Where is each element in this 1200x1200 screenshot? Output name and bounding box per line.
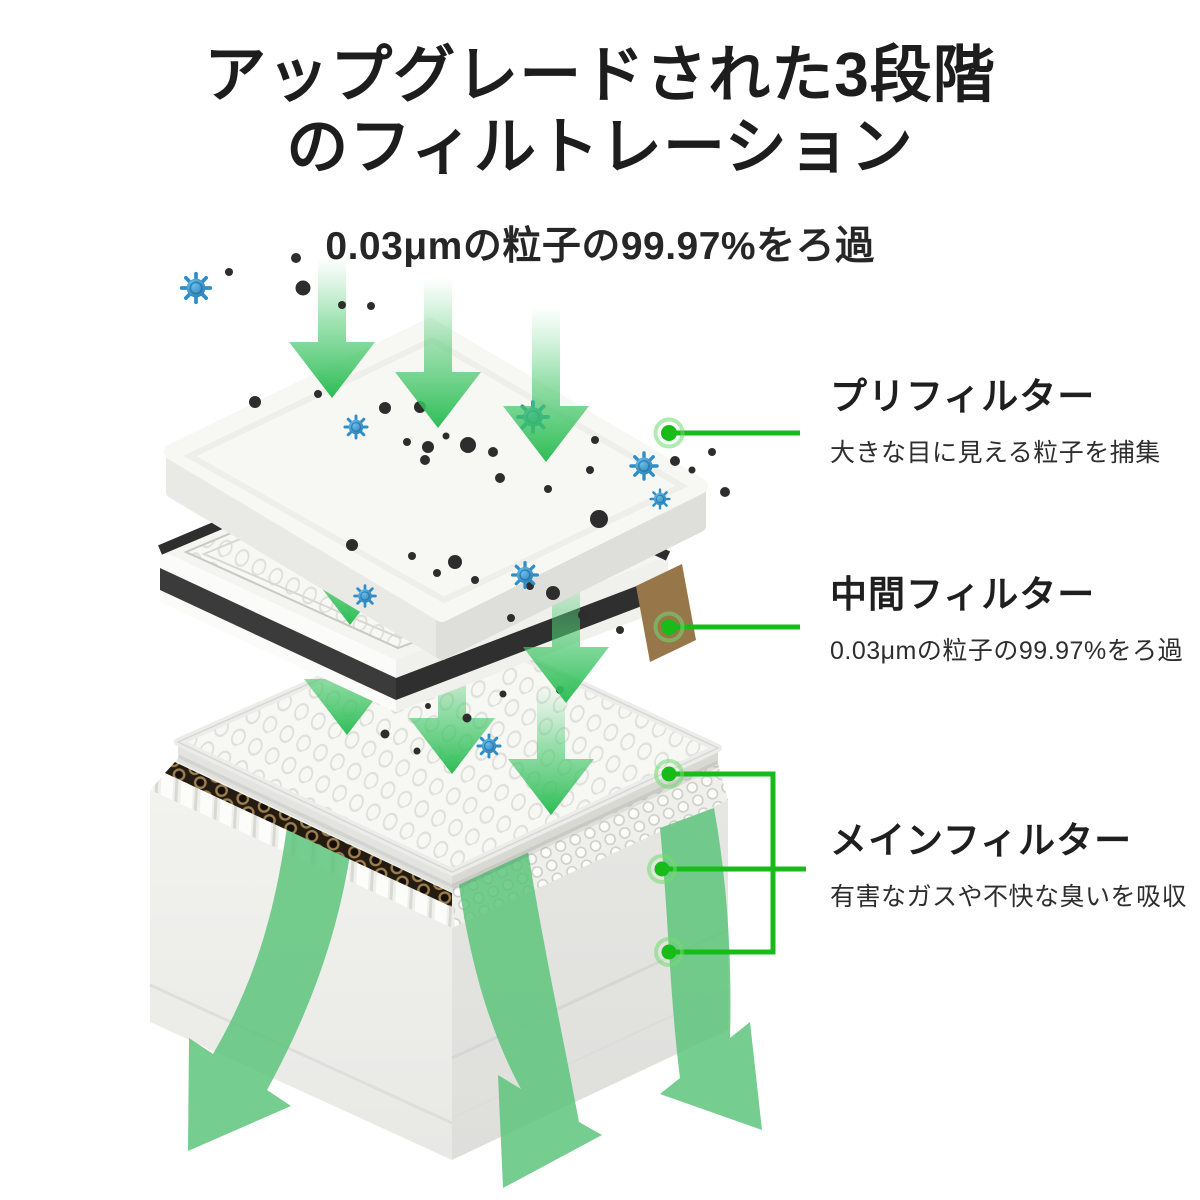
curved-arrow-icon bbox=[188, 752, 360, 1151]
down-arrow-icon bbox=[395, 278, 481, 428]
callout-main-filter: メインフィルター 有害なガスや不快な臭いを吸収 bbox=[830, 810, 1190, 913]
callout-description: 有害なガスや不快な臭いを吸収 bbox=[830, 883, 1188, 911]
virus-icon bbox=[353, 584, 377, 608]
curved-arrow-icon bbox=[660, 808, 762, 1130]
virus-icon bbox=[343, 414, 369, 440]
virus-icon bbox=[629, 451, 659, 481]
leader-pre-filter bbox=[653, 417, 800, 449]
down-arrow-icon bbox=[523, 558, 609, 703]
leader-dot-icon bbox=[661, 425, 677, 441]
page-subtitle: 0.03μmの粒子の99.97%をろ過 bbox=[325, 225, 875, 268]
leader-dot-icon bbox=[661, 766, 677, 782]
virus-icon bbox=[179, 271, 213, 305]
down-arrow-icon bbox=[289, 258, 375, 398]
leader-dot-icon bbox=[661, 944, 677, 960]
page-title: アップグレードされた3段階 のフィルトレーション bbox=[0, 40, 1200, 184]
leader-dot-icon bbox=[654, 861, 670, 877]
callout-middle-filter: 中間フィルター 0.03μmの粒子の99.97%をろ過 bbox=[830, 564, 1190, 667]
particles-air bbox=[225, 253, 375, 310]
callout-description: 0.03μmの粒子の99.97%をろ過 bbox=[830, 637, 1184, 665]
down-arrow-icon bbox=[503, 307, 589, 462]
callout-title: プリフィルター bbox=[830, 376, 1096, 417]
callout-description: 大きな目に見える粒子を捕集 bbox=[830, 439, 1161, 467]
carbon-honeycomb-band bbox=[165, 762, 452, 907]
curved-arrow-icon bbox=[448, 770, 602, 1188]
leader-middle-filter bbox=[653, 611, 800, 643]
page-title-line1: アップグレードされた3段階 bbox=[204, 41, 996, 110]
callout-leaders bbox=[647, 417, 806, 967]
callout-title: メインフィルター bbox=[830, 820, 1133, 861]
virus-icon bbox=[649, 488, 671, 510]
airflow-arrows-row1 bbox=[289, 258, 589, 462]
virus-icon bbox=[511, 561, 539, 589]
leader-dot-icon bbox=[661, 619, 677, 635]
page-title-line2: のフィルトレーション bbox=[286, 112, 914, 182]
callout-pre-filter: プリフィルター 大きな目に見える粒子を捕集 bbox=[830, 366, 1190, 469]
down-arrow-icon bbox=[508, 685, 594, 815]
down-arrow-icon bbox=[409, 649, 495, 774]
callout-title: 中間フィルター bbox=[830, 574, 1096, 615]
virus-icon bbox=[476, 733, 502, 759]
leader-main-filter bbox=[647, 759, 806, 967]
outflow-arrows bbox=[188, 752, 762, 1188]
